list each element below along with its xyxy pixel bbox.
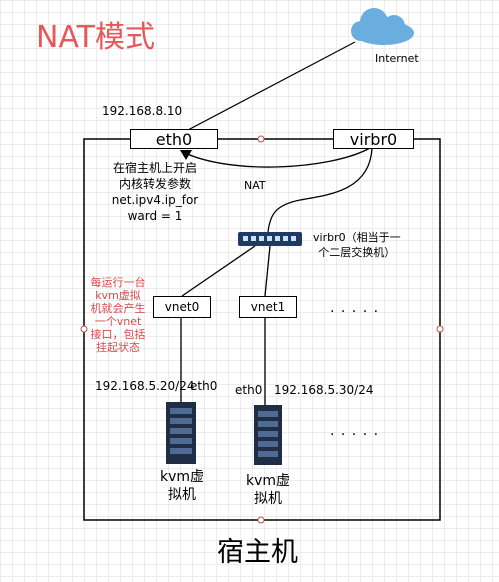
more-vms-dots: · · · · · xyxy=(330,427,380,443)
vnet-note-line: 接口，包括 xyxy=(90,328,146,341)
nat-arrow xyxy=(182,147,371,168)
vm2-name: kvm虚 拟机 xyxy=(238,472,298,508)
vnet1-interface: vnet1 xyxy=(239,296,297,318)
vnet-note-line: 挂起状态 xyxy=(96,341,140,354)
diagram-title: NAT模式 xyxy=(36,20,155,55)
nat-label: NAT xyxy=(244,179,266,192)
switch-note-line: 个二层交换机） xyxy=(318,246,396,259)
internet-link xyxy=(187,41,356,131)
switch-icon xyxy=(238,232,302,246)
nat-arrowhead xyxy=(180,150,192,160)
internet-label: Internet xyxy=(375,52,419,65)
more-vnets-dots: · · · · · xyxy=(330,304,380,320)
switch-note: virbr0（相当于一 个二层交换机） xyxy=(313,230,401,260)
vm2-name-line: kvm虚 xyxy=(245,473,291,489)
eth0-label: eth0 xyxy=(155,129,193,149)
vm1-name-line: kvm虚 xyxy=(159,469,205,485)
port-bottom xyxy=(257,516,265,524)
host-note-line: ward = 1 xyxy=(127,209,183,223)
vnet0-interface: vnet0 xyxy=(153,296,211,318)
vnet-note: 每运行一台 kvm虚拟 机就会产生 一个vnet 接口，包括 挂起状态 xyxy=(86,276,150,354)
vm2-name-line: 拟机 xyxy=(254,491,282,507)
vm1-name: kvm虚 拟机 xyxy=(152,468,212,504)
vnet-note-line: 机就会产生 xyxy=(90,302,146,315)
host-note-line: 内核转发参数 xyxy=(118,177,191,191)
vm1-name-line: 拟机 xyxy=(168,487,196,503)
vnet1-label: vnet1 xyxy=(250,300,286,314)
server-icon-vm2 xyxy=(254,405,282,465)
vm1-iface-label: eth0 xyxy=(190,379,218,393)
server-icon-vm1 xyxy=(166,402,196,464)
switch-vnet0-link xyxy=(181,245,256,297)
vnet0-label: vnet0 xyxy=(164,300,200,314)
host-note-line: 在宿主机上开启 xyxy=(112,161,197,175)
virbr0-switch-link xyxy=(267,147,373,233)
host-note-line: net.ipv4.ip_for xyxy=(111,193,199,207)
eth0-interface: eth0 xyxy=(130,129,218,149)
host-note: 在宿主机上开启 内核转发参数 net.ipv4.ip_for ward = 1 xyxy=(100,160,210,224)
port-right xyxy=(436,325,444,333)
vnet-note-line: kvm虚拟 xyxy=(95,289,141,302)
vm1-ip-label: 192.168.5.20/24 xyxy=(95,379,195,393)
host-label: 宿主机 xyxy=(217,537,298,568)
vnet-note-line: 每运行一台 xyxy=(90,276,146,289)
vnet-note-line: 一个vnet xyxy=(94,315,142,328)
cloud-icon xyxy=(351,8,414,45)
port-top xyxy=(257,135,265,143)
virbr0-interface: virbr0 xyxy=(333,129,414,149)
switch-vnet1-link xyxy=(264,245,271,297)
vm2-iface-label: eth0 xyxy=(235,383,263,397)
switch-note-line: virbr0（相当于一 xyxy=(313,231,401,244)
vm2-ip-label: 192.168.5.30/24 xyxy=(274,383,374,397)
virbr0-label: virbr0 xyxy=(349,129,398,149)
host-ip-label: 192.168.8.10 xyxy=(102,104,183,118)
port-left xyxy=(80,325,88,333)
